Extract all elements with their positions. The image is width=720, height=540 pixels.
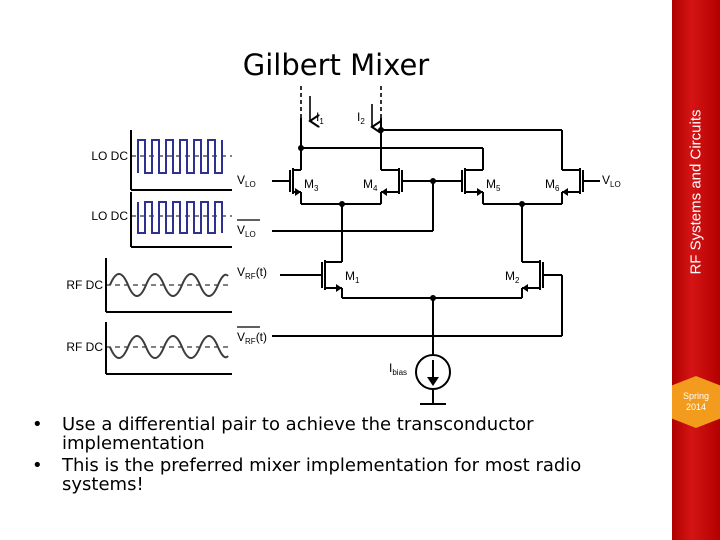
slide-title: Gilbert Mixer (242, 48, 430, 82)
gilbert-mixer-schematic: LO DC LO DC RF DC RF DC (66, 86, 621, 405)
label-vrf: VRF(t) (237, 265, 267, 281)
lo-square-wave (137, 139, 223, 174)
waveform-lo-1: LO DC (91, 130, 232, 191)
junction-dots (298, 127, 525, 301)
bullet-marker: • (32, 414, 43, 435)
rf-sine-wave (109, 273, 229, 297)
label-m1: M1 (345, 269, 360, 285)
waveform-rf-2: RF DC (66, 322, 232, 375)
bullet-text: This is the preferred mixer implementati… (62, 455, 582, 495)
waveform-lo-2: LO DC (91, 192, 232, 248)
label-vrf-bar: VRF(t) (237, 330, 267, 346)
badge-year: 2014 (685, 402, 707, 412)
semester-badge: Spring 2014 (672, 376, 720, 428)
label-ibias: Ibias (389, 361, 407, 377)
bias-current-source (415, 354, 451, 390)
label-i2: I2 (357, 110, 365, 126)
label-m4: M4 (363, 177, 378, 193)
bullet-list: • Use a differential pair to achieve the… (28, 415, 648, 497)
wave-label-rf-1: RF DC (66, 278, 103, 292)
lo-square-wave-inverted (137, 201, 223, 234)
rf-sine-wave-inverted (109, 335, 229, 359)
course-sidebar: RF Systems and Circuits (672, 0, 720, 540)
label-m5: M5 (486, 177, 501, 193)
wave-label-rf-2: RF DC (66, 340, 103, 354)
waveform-rf-1: RF DC (66, 258, 232, 313)
label-m3: M3 (304, 177, 319, 193)
label-m6: M6 (545, 177, 560, 193)
bullet-marker: • (32, 455, 43, 476)
course-title: RF Systems and Circuits (687, 109, 705, 275)
source-arrows (295, 188, 568, 292)
wave-label-lo-1: LO DC (91, 149, 128, 163)
bullet-item: • This is the preferred mixer implementa… (28, 456, 648, 494)
label-i1: I1 (316, 110, 324, 126)
label-vlo-bar: VLO (237, 223, 256, 239)
label-vlo-left: VLO (237, 173, 256, 189)
circuit-wires (272, 86, 600, 405)
bullet-text: Use a differential pair to achieve the t… (62, 414, 534, 454)
circuit-labels: I1 I2 M3 M4 M5 M6 M1 M2 VLO VLO VLO VRF(… (237, 110, 621, 377)
bullet-item: • Use a differential pair to achieve the… (28, 415, 648, 453)
wave-label-lo-2: LO DC (91, 209, 128, 223)
label-vlo-right: VLO (602, 173, 621, 189)
badge-season: Spring (682, 391, 709, 401)
label-m2: M2 (505, 269, 520, 285)
